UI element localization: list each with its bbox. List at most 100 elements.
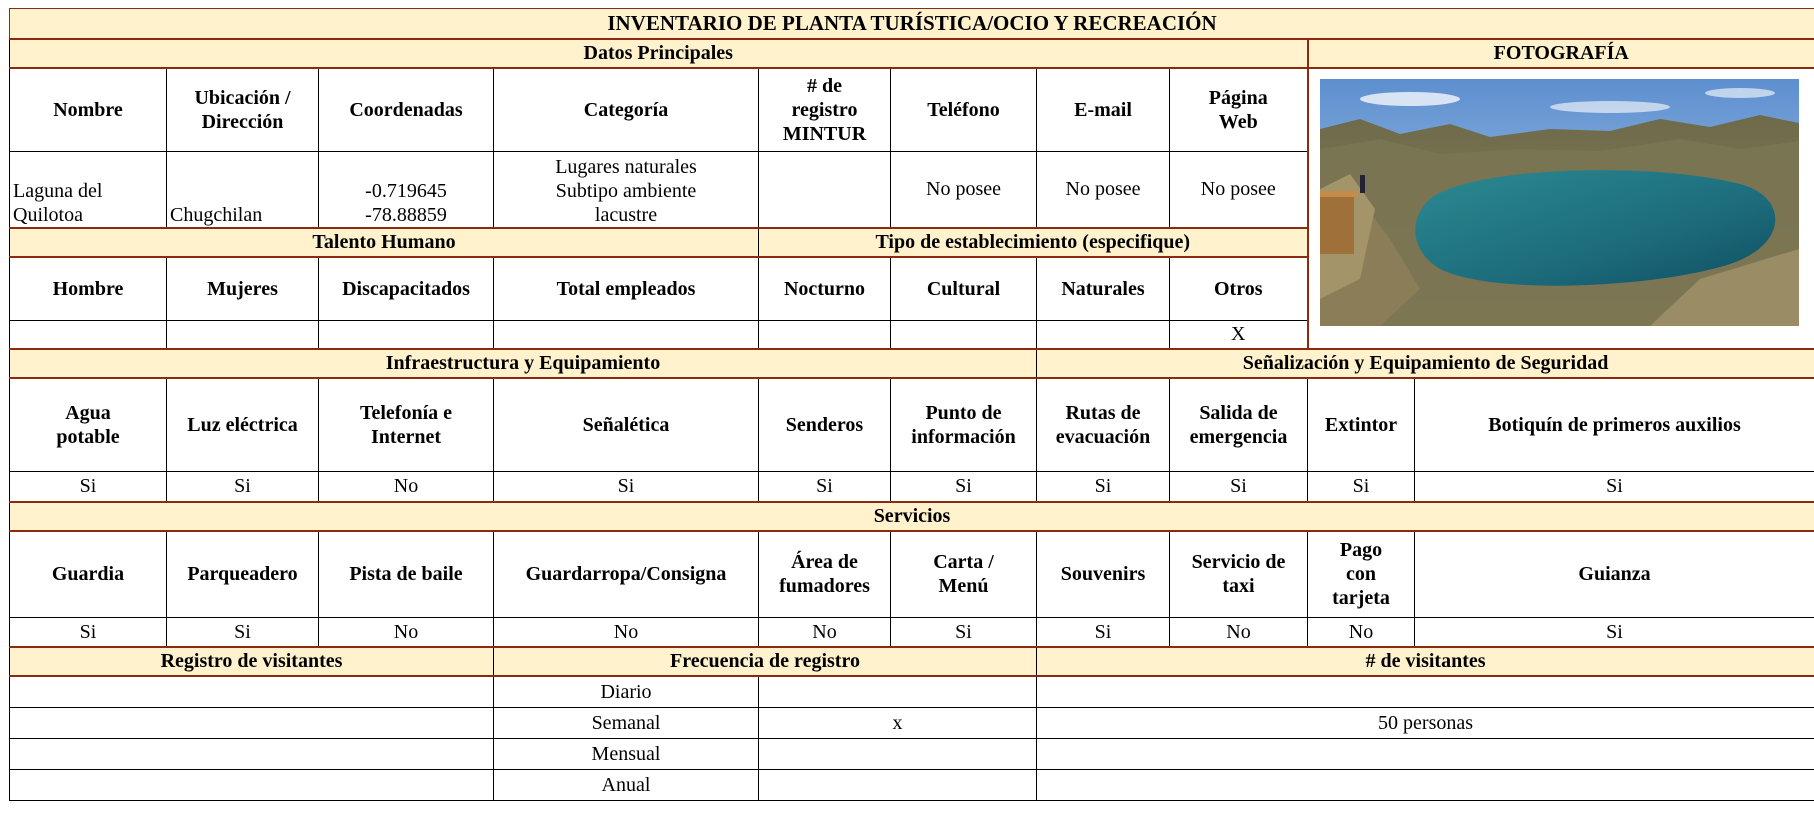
header-naturales: Naturales (1036, 256, 1170, 321)
cell-extintor: Si (1307, 471, 1415, 502)
registro-blank (9, 769, 494, 801)
header-cultural: Cultural (890, 256, 1037, 321)
cell-pago-tarjeta: No (1307, 617, 1415, 647)
section-fotografia: FOTOGRAFÍA (1306, 37, 1814, 69)
cell-cultural (890, 320, 1037, 349)
freq-label: Anual (493, 769, 759, 801)
section-datos-principales: Datos Principales (9, 37, 1309, 69)
header-nocturno: Nocturno (758, 256, 891, 321)
cell-luz-electrica: Si (166, 471, 319, 502)
section-frecuencia-registro: Frecuencia de registro (493, 645, 1037, 677)
header-guardia: Guardia (9, 530, 167, 618)
cell-souvenirs: Si (1036, 617, 1170, 647)
freq-label: Mensual (493, 738, 759, 770)
header-extintor: Extintor (1307, 377, 1415, 472)
cell-guianza: Si (1413, 617, 1814, 647)
cell-guardia: Si (9, 617, 167, 647)
cell-servicio-taxi: No (1169, 617, 1308, 647)
page-title: INVENTARIO DE PLANTA TURÍSTICA/OCIO Y RE… (8, 8, 1814, 40)
header-botiquin: Botiquín de primeros auxilios (1413, 377, 1814, 472)
header-parqueadero: Parqueadero (166, 530, 319, 618)
header-senaletica: Señalética (493, 377, 759, 472)
header-guianza: Guianza (1413, 530, 1814, 618)
header-coordenadas: Coordenadas (318, 67, 494, 152)
cell-mujeres (166, 320, 319, 349)
freq-label: Semanal (493, 707, 759, 739)
section-numero-visitantes: # de visitantes (1035, 645, 1814, 677)
cell-ubicacion: Chugchilan (166, 151, 319, 228)
cell-total-empleados (493, 320, 759, 349)
cell-botiquin: Si (1413, 471, 1814, 502)
visitor-count (1035, 738, 1814, 770)
cell-nombre: Laguna del Quilotoa (9, 151, 167, 228)
section-servicios: Servicios (8, 500, 1814, 532)
visitor-count: 50 personas (1035, 707, 1814, 739)
header-telefono: Teléfono (890, 67, 1037, 152)
cell-telefono: No posee (890, 151, 1037, 228)
cell-discapacitados (318, 320, 494, 349)
section-registro-visitantes: Registro de visitantes (9, 645, 494, 677)
photo-cell (1306, 67, 1814, 349)
header-souvenirs: Souvenirs (1036, 530, 1170, 618)
header-discapacitados: Discapacitados (318, 256, 494, 321)
cell-pagina-web: No posee (1169, 151, 1309, 228)
cell-pista-baile: No (318, 617, 494, 647)
header-otros: Otros (1169, 256, 1309, 321)
registro-blank (9, 675, 494, 708)
cell-area-fumadores: No (758, 617, 891, 647)
freq-mark (758, 675, 1037, 708)
section-seguridad: Señalización y Equipamiento de Seguridad (1035, 347, 1814, 379)
cell-otros: X (1169, 320, 1309, 349)
nombre-line-2: Quilotoa (13, 203, 83, 226)
cell-carta-menu: Si (890, 617, 1037, 647)
cell-parqueadero: Si (166, 617, 319, 647)
cell-rutas-evacuacion: Si (1036, 471, 1170, 502)
freq-mark (758, 769, 1037, 801)
header-luz-electrica: Luz eléctrica (166, 377, 319, 472)
inventory-table: INVENTARIO DE PLANTA TURÍSTICA/OCIO Y RE… (8, 8, 1814, 801)
cell-email: No posee (1036, 151, 1170, 228)
lake-photo (1319, 78, 1799, 326)
visitor-count (1035, 769, 1814, 801)
header-pista-baile: Pista de baile (318, 530, 494, 618)
header-ubicacion: Ubicación /Dirección (166, 67, 319, 152)
cell-senaletica: Si (493, 471, 759, 502)
header-mujeres: Mujeres (166, 256, 319, 321)
cell-naturales (1036, 320, 1170, 349)
header-guardarropa: Guardarropa/Consigna (493, 530, 759, 618)
freq-mark (758, 738, 1037, 770)
header-email: E-mail (1036, 67, 1170, 152)
cell-coordenadas: -0.719645-78.88859 (318, 151, 494, 228)
cell-telefonia: No (318, 471, 494, 502)
header-categoria: Categoría (493, 67, 759, 152)
freq-mark: x (758, 707, 1037, 739)
cell-senderos: Si (758, 471, 891, 502)
cell-punto-informacion: Si (890, 471, 1037, 502)
cell-registro (758, 151, 891, 228)
header-senderos: Senderos (758, 377, 891, 472)
header-carta-menu: Carta /Menú (890, 530, 1037, 618)
section-infraestructura: Infraestructura y Equipamiento (9, 347, 1037, 379)
visitor-count (1035, 675, 1814, 708)
header-hombre: Hombre (9, 256, 167, 321)
section-talento-humano: Talento Humano (9, 226, 759, 258)
section-tipo-establecimiento: Tipo de establecimiento (especifique) (758, 226, 1309, 258)
cell-agua-potable: Si (9, 471, 167, 502)
registro-blank (9, 738, 494, 770)
registro-blank (9, 707, 494, 739)
cell-nocturno (758, 320, 891, 349)
cell-guardarropa: No (493, 617, 759, 647)
cell-salida-emergencia: Si (1169, 471, 1308, 502)
nombre-line-1: Laguna del (13, 179, 103, 202)
